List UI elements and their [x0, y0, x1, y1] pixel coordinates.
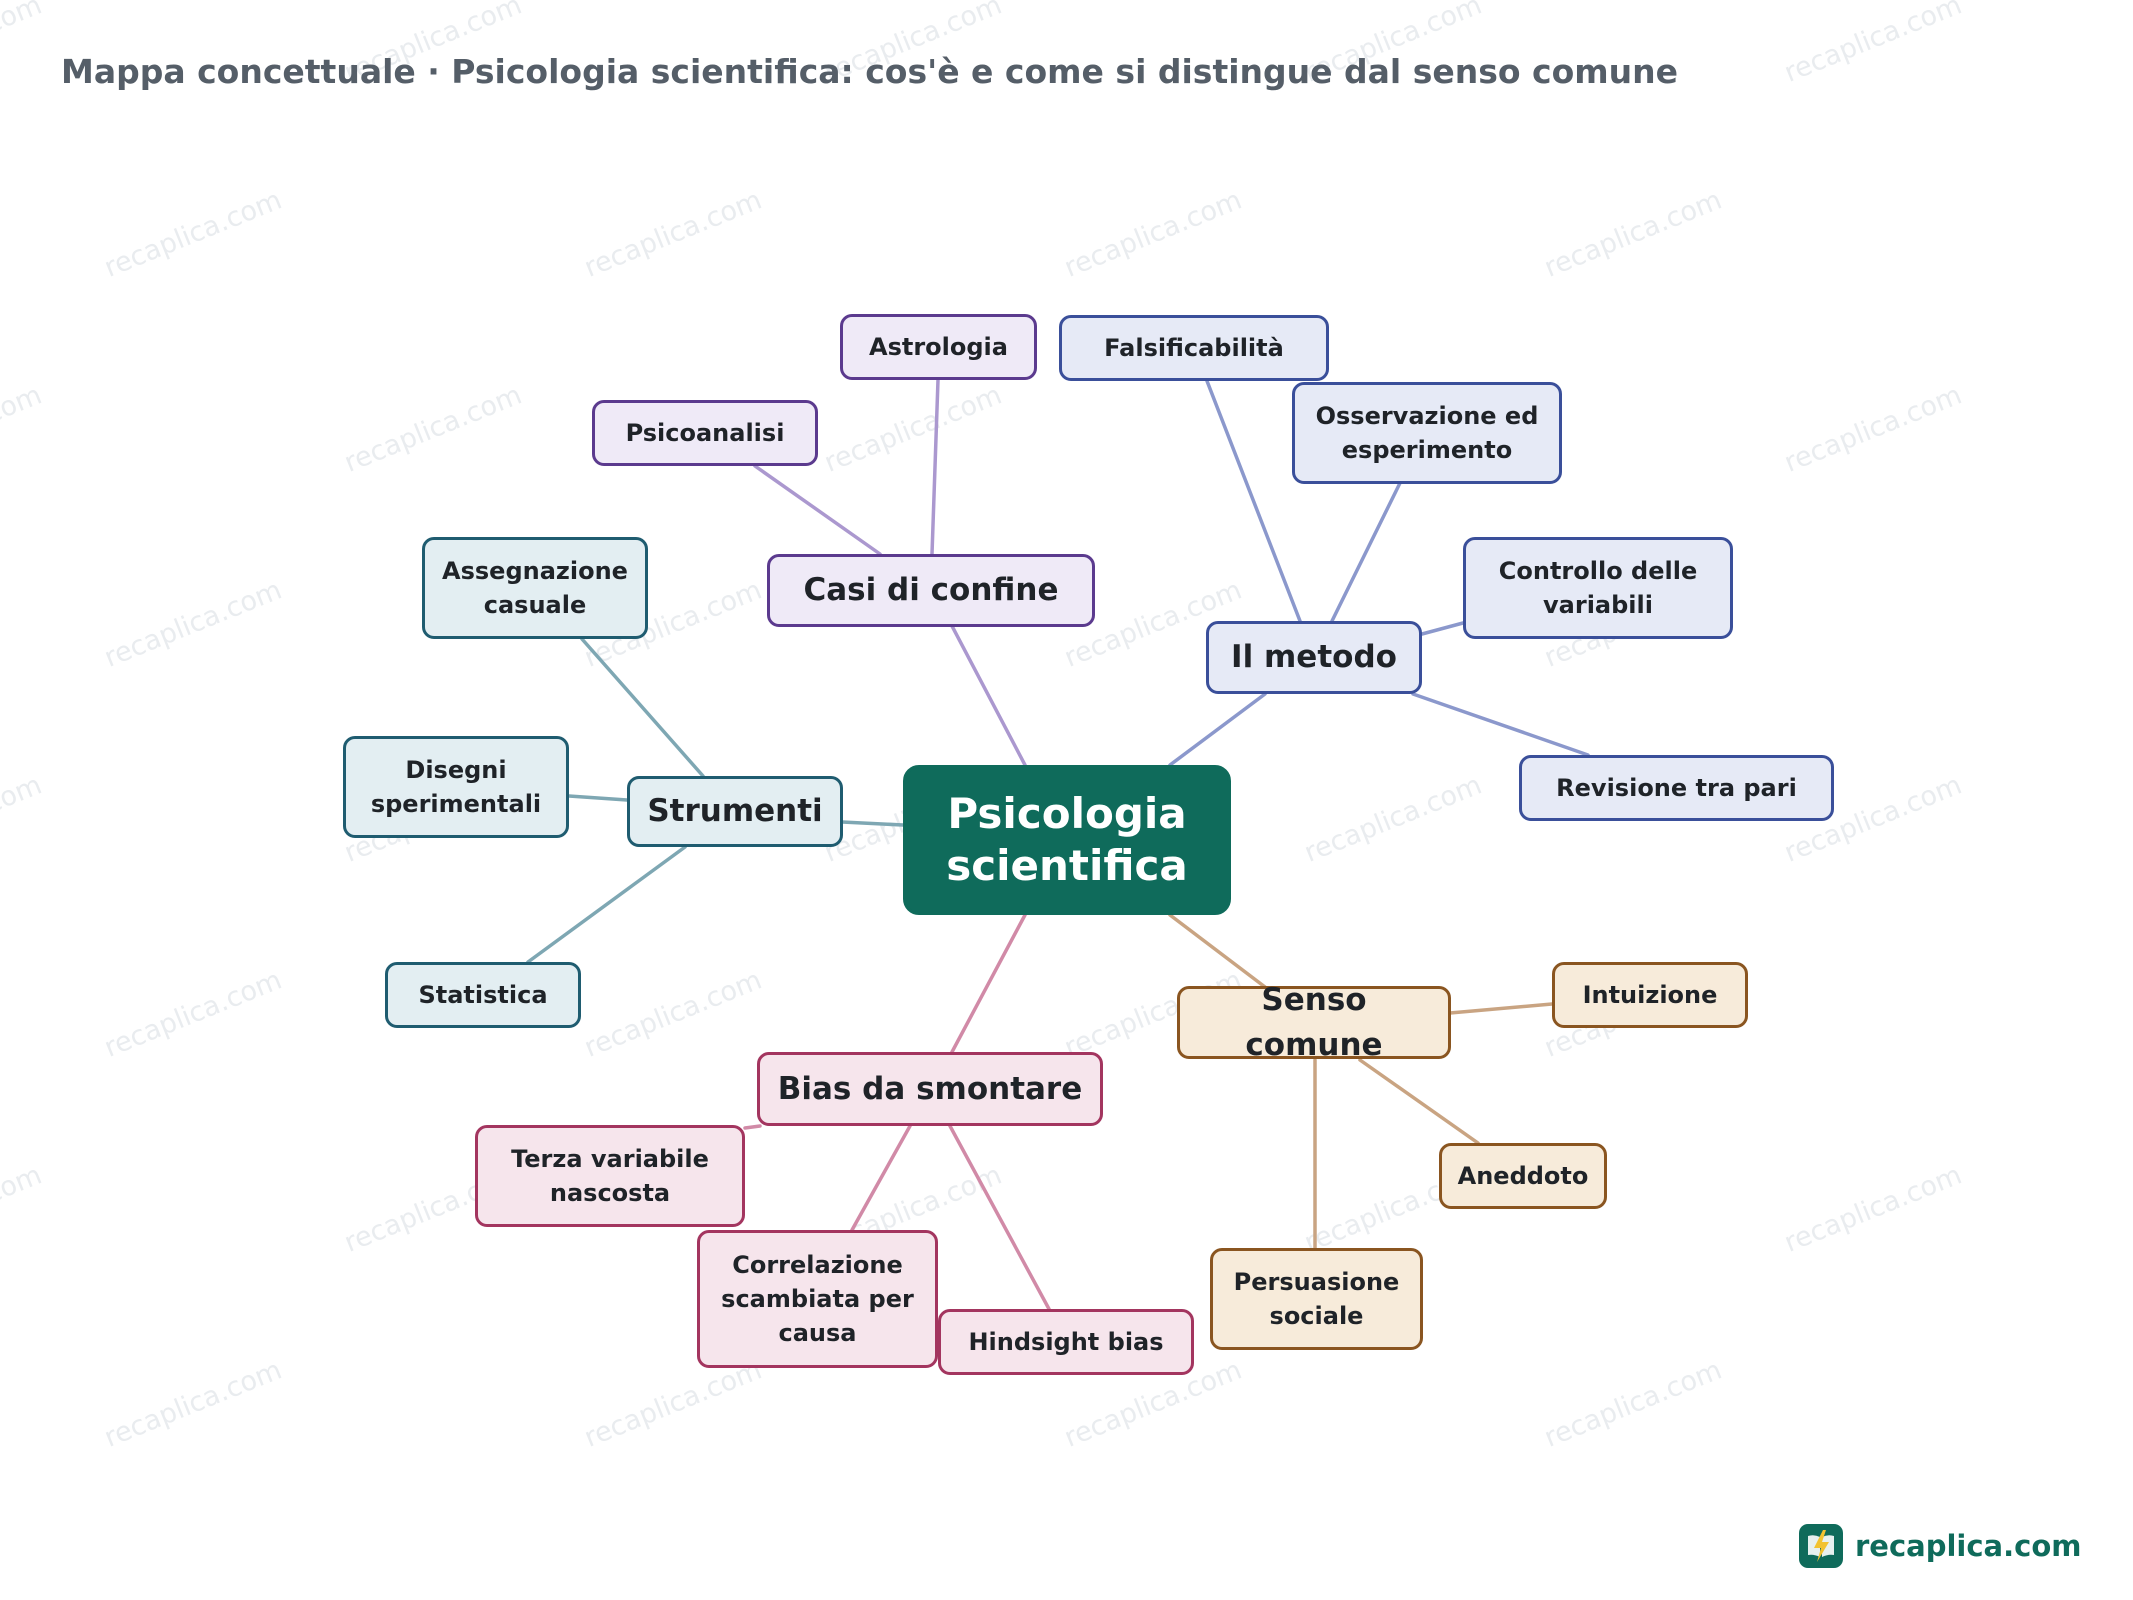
leaf-controllo-variabili[interactable]: Controllo delle variabili — [1463, 537, 1733, 639]
leaf-disegni-sperimentali[interactable]: Disegni sperimentali — [343, 736, 569, 838]
branch-casi-di-confine[interactable]: Casi di confine — [767, 554, 1095, 627]
link-strumenti-statistica — [526, 845, 687, 964]
link-strumenti-assegnazione — [580, 637, 705, 778]
link-root-metodo — [1168, 692, 1267, 767]
link-metodo-osservazione — [1330, 481, 1402, 623]
book-lightning-icon — [1799, 1524, 1843, 1568]
link-root-bias — [950, 913, 1027, 1054]
leaf-statistica[interactable]: Statistica — [385, 962, 581, 1028]
link-bias-hindsight — [948, 1124, 1051, 1311]
page-title: Mappa concettuale · Psicologia scientifi… — [61, 52, 1678, 91]
leaf-hindsight-bias[interactable]: Hindsight bias — [938, 1309, 1194, 1375]
leaf-falsificabilita[interactable]: Falsificabilità — [1059, 315, 1329, 381]
leaf-revisione-tra-pari[interactable]: Revisione tra pari — [1519, 755, 1834, 821]
link-root-casi — [950, 624, 1027, 767]
link-casi-astrologia — [930, 378, 940, 556]
link-senso-aneddoto — [1358, 1058, 1480, 1145]
link-bias-correlazione — [850, 1124, 912, 1232]
link-metodo-controllo — [1420, 621, 1465, 636]
leaf-astrologia[interactable]: Astrologia — [840, 314, 1037, 380]
link-root-senso — [1168, 913, 1267, 989]
link-strumenti-disegni — [567, 794, 629, 802]
brand-name: recaplica.com — [1855, 1529, 2082, 1563]
leaf-psicoanalisi[interactable]: Psicoanalisi — [592, 400, 818, 466]
brand-logo: recaplica.com — [1799, 1523, 2081, 1569]
leaf-persuasione-sociale[interactable]: Persuasione sociale — [1210, 1248, 1423, 1350]
branch-bias-da-smontare[interactable]: Bias da smontare — [757, 1052, 1103, 1126]
branch-strumenti[interactable]: Strumenti — [627, 776, 843, 847]
branch-il-metodo[interactable]: Il metodo — [1206, 621, 1422, 694]
leaf-aneddoto[interactable]: Aneddoto — [1439, 1143, 1607, 1209]
leaf-assegnazione-casuale[interactable]: Assegnazione casuale — [422, 537, 648, 639]
leaf-terza-variabile-nascosta[interactable]: Terza variabile nascosta — [475, 1125, 745, 1227]
link-casi-psicoanalisi — [753, 464, 882, 556]
root-node[interactable]: Psicologia scientifica — [903, 765, 1231, 915]
leaf-osservazione-esperimento[interactable]: Osservazione ed esperimento — [1292, 382, 1562, 484]
link-senso-intuizione — [1448, 1002, 1554, 1015]
leaf-correlazione-causa[interactable]: Correlazione scambiata per causa — [697, 1230, 938, 1368]
link-metodo-revisione — [1411, 692, 1590, 757]
leaf-intuizione[interactable]: Intuizione — [1552, 962, 1748, 1028]
branch-senso-comune[interactable]: Senso comune — [1177, 982, 1451, 1063]
link-metodo-falsificabilita — [1205, 379, 1302, 623]
link-root-strumenti — [840, 820, 905, 827]
link-bias-terza — [743, 1124, 762, 1130]
